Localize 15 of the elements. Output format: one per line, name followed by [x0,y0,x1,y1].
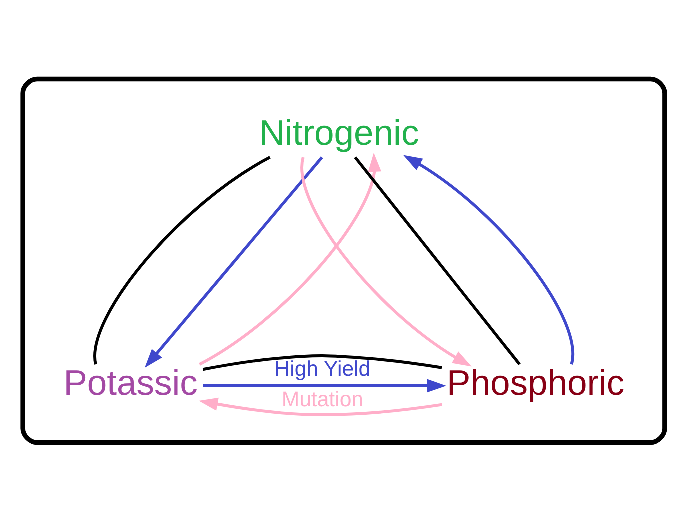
connector [94,156,271,365]
arrow [403,155,574,365]
arrow [199,398,442,416]
arrow [300,157,472,367]
connector [354,156,521,366]
connector [202,354,442,372]
node-text: Phosphoric [447,362,625,403]
node-text: Potassic [64,362,198,403]
arrow [199,153,382,366]
arrow [144,156,324,368]
node-text: Nitrogenic [259,112,420,153]
cluster [20,76,668,446]
arrow [203,379,446,393]
edge-label: Mutation [282,388,364,412]
edge-label: High Yield [274,356,371,381]
